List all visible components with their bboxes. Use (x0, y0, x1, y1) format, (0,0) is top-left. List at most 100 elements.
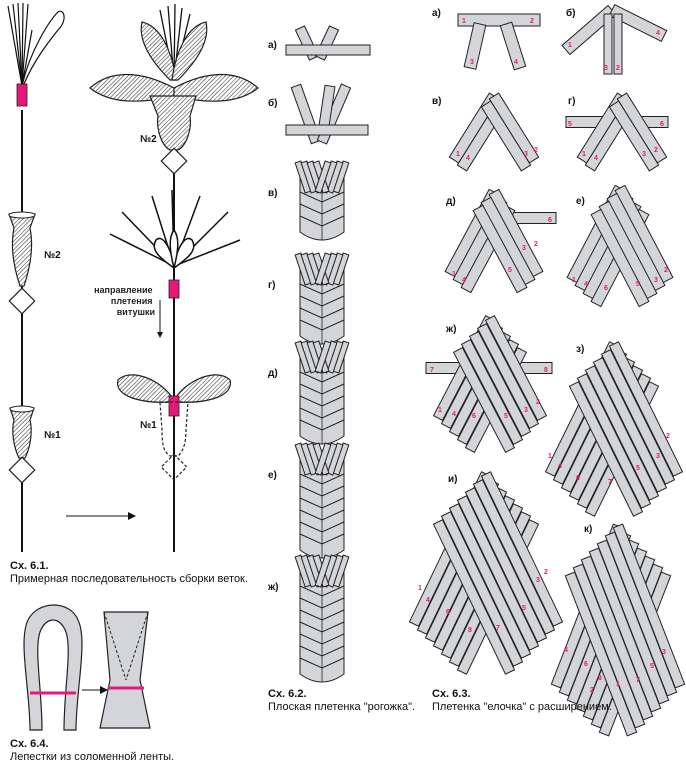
strip-number: 1 (452, 271, 456, 278)
step-label: г) (568, 96, 576, 107)
strip-number: 3 (536, 577, 540, 584)
label-n2-right: №2 (140, 134, 157, 145)
strip-number: 4 (452, 411, 456, 418)
direction-label: направление плетения витушки (94, 285, 155, 317)
binding-band (168, 279, 180, 299)
strip (576, 373, 652, 509)
strip (314, 340, 332, 374)
strip-number: 1 (456, 151, 460, 158)
strip-number: 4 (656, 30, 660, 37)
step-label: ж) (445, 324, 456, 335)
strip-number: 6 (576, 475, 580, 482)
strip-number: 2 (666, 433, 670, 440)
figure-6-1: №2 №1 (7, 2, 259, 552)
strip-number: 1 (462, 18, 466, 25)
strip (432, 519, 516, 675)
strip-number: 4 (584, 281, 588, 288)
strip (600, 349, 676, 485)
caption-6-2-title: Сх. 6.2. (268, 688, 307, 700)
strip-number: 3 (656, 453, 660, 460)
flower-top-icon (89, 3, 259, 175)
step-label: е) (576, 196, 585, 207)
strip-number: 1 (568, 42, 572, 49)
strip (564, 571, 638, 737)
step-label: д) (446, 196, 456, 207)
strip (584, 365, 660, 501)
strip (460, 339, 524, 445)
arrow-right-icon (66, 512, 136, 520)
strip (314, 252, 332, 286)
strip-number: 1 (616, 681, 620, 688)
step-label: е) (268, 470, 277, 481)
strip (463, 22, 487, 70)
caption-6-2-text: Плоская плетенка "рогожка". (268, 701, 416, 713)
caption-6-1: Сх. 6.1. Примерная последовательность сб… (10, 560, 248, 586)
strip-number: 1 (438, 407, 442, 414)
strip-number: 4 (462, 277, 466, 284)
strip-number: 6 (584, 661, 588, 668)
strip (613, 13, 623, 75)
strip-number: 7 (430, 367, 434, 374)
strip-number: 2 (530, 18, 534, 25)
step-label: з) (576, 344, 584, 355)
strip-number: 3 (642, 151, 646, 158)
strip-number: 7 (636, 677, 640, 684)
strip-number: 5 (568, 121, 572, 128)
strip-number: 3 (654, 277, 658, 284)
step-label: в) (268, 188, 277, 199)
strip (440, 511, 524, 667)
strip-number: 3 (524, 407, 528, 414)
strip-number: 2 (616, 65, 620, 72)
strip (472, 204, 528, 294)
caption-6-3-title: Сх. 6.3. (432, 688, 471, 700)
strip (464, 487, 548, 643)
strip-number: 1 (582, 151, 586, 158)
strip (608, 3, 668, 43)
spray-icon (109, 189, 241, 269)
strip-number: 4 (514, 59, 518, 66)
arrow-right-icon (82, 686, 108, 694)
strip-number: 6 (660, 121, 664, 128)
strip (608, 341, 684, 477)
caption-6-4-title: Сх. 6.4. (10, 738, 49, 750)
strip (472, 479, 556, 635)
step-label: в) (432, 96, 441, 107)
strip-number: 6 (446, 609, 450, 616)
strip (448, 503, 532, 659)
step-label: и) (448, 474, 457, 485)
step-label: г) (268, 280, 276, 291)
strip-number: 1 (418, 585, 422, 592)
strip (285, 44, 371, 56)
strip (590, 208, 650, 308)
strip (452, 347, 516, 453)
label-n1-right: №1 (140, 420, 157, 431)
strip (603, 13, 613, 75)
caption-6-1-text: Примерная последовательность сборки вето… (10, 573, 248, 585)
caption-6-3-text: Плетенка "елочка" с расширением. (432, 701, 612, 713)
strip-number: 5 (522, 605, 526, 612)
figure-6-4 (23, 604, 151, 731)
bead-element-1 (8, 405, 36, 484)
strip-number: 3 (662, 649, 666, 656)
label-n1-left: №1 (44, 430, 61, 441)
strip-number: 1 (548, 453, 552, 460)
step-label: б) (268, 97, 278, 109)
caption-6-2: Сх. 6.2. Плоская плетенка "рогожка". (268, 688, 415, 714)
strip (476, 323, 540, 429)
label-n2-left: №2 (44, 250, 61, 261)
strip (314, 160, 332, 194)
strip (314, 554, 332, 588)
bead-element-2 (8, 211, 36, 315)
strip-number: 4 (466, 155, 470, 162)
strip (480, 471, 564, 627)
strip-number: 2 (534, 241, 538, 248)
strip-number: 5 (504, 413, 508, 420)
strip-number: 6 (472, 413, 476, 420)
